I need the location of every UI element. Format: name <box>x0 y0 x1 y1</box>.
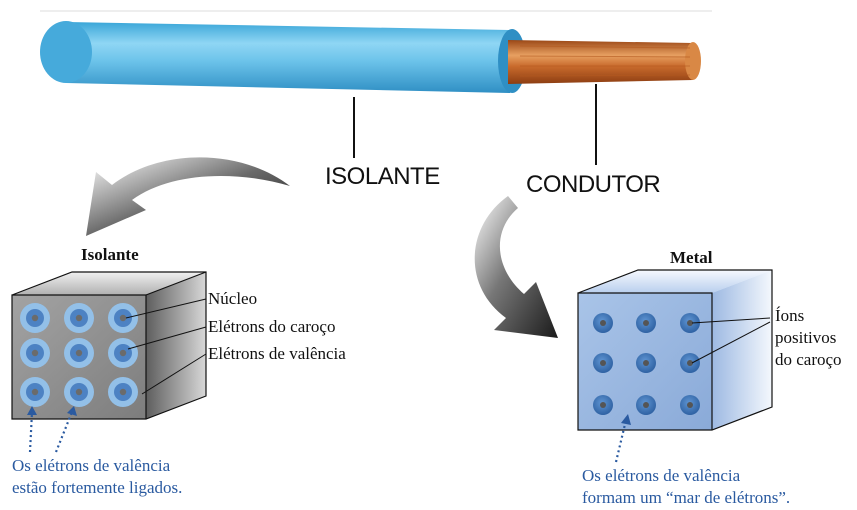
metal-cube-top <box>578 270 772 293</box>
metal-cube-side <box>712 270 772 430</box>
metal-note-line-2: formam um “mar de elétrons”. <box>582 488 791 507</box>
insulator-atom <box>20 338 50 368</box>
positive-ions-label-line-1: Íons <box>775 306 805 325</box>
insulator-atom <box>108 303 138 333</box>
insulator-dotted-arrows <box>28 411 74 453</box>
wire-copper-core <box>508 40 701 84</box>
metal-callout-lines <box>691 317 771 364</box>
insulator-atom-grid <box>20 303 138 407</box>
positive-ions-label-line-3: do caroço <box>775 350 842 369</box>
curved-arrow-right <box>474 196 558 338</box>
metal-ion <box>593 395 613 415</box>
insulator-cube-side <box>146 272 206 419</box>
insulator-atom <box>64 338 94 368</box>
metal-dotted-arrow <box>614 419 628 463</box>
insulator-atom <box>20 377 50 407</box>
metal-note-line-1: Os elétrons de valência <box>582 466 741 485</box>
core-electrons-label: Elétrons do caroço <box>208 317 336 336</box>
metal-ion <box>680 313 700 333</box>
insulator-dotted-arrowheads <box>27 406 77 416</box>
insulator-atom <box>64 377 94 407</box>
wire-insulation <box>40 21 526 93</box>
insulator-atom <box>20 303 50 333</box>
insulator-callout-lines <box>125 298 207 395</box>
metal-ion <box>636 313 656 333</box>
insulator-atom <box>64 303 94 333</box>
insulator-atom <box>108 377 138 407</box>
insulator-note-line-2: estão fortemente ligados. <box>12 478 183 497</box>
curved-arrow-left <box>86 157 290 236</box>
metal-ion <box>636 353 656 373</box>
valence-electrons-label: Elétrons de valência <box>208 344 346 363</box>
metal-ion <box>593 353 613 373</box>
metal-ion-grid <box>593 313 700 415</box>
conductor-label: CONDUTOR <box>526 171 661 198</box>
nucleus-label: Núcleo <box>208 289 258 308</box>
metal-ion <box>636 395 656 415</box>
metal-ion <box>680 395 700 415</box>
insulator-title: Isolante <box>81 245 139 264</box>
positive-ions-label-line-2: positivos <box>775 328 837 347</box>
insulator-cube-top <box>12 272 206 295</box>
insulator-atom <box>108 338 138 368</box>
metal-ion <box>593 313 613 333</box>
insulator-label: ISOLANTE <box>325 163 440 190</box>
insulator-note-line-1: Os elétrons de valência <box>12 456 171 475</box>
metal-dotted-arrowhead <box>621 414 631 425</box>
metal-ion <box>680 353 700 373</box>
metal-title: Metal <box>670 248 713 267</box>
